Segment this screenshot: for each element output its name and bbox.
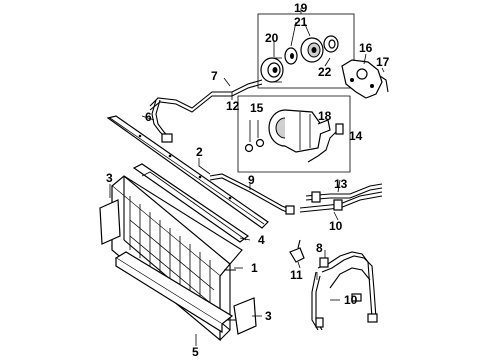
clutch-inset — [257, 8, 355, 89]
callout-18: 18 — [318, 109, 332, 123]
snap-ring-part — [323, 35, 339, 53]
compressor-bracket-part — [341, 53, 389, 99]
callout-1: 1 — [251, 261, 258, 275]
fitting-part — [289, 239, 305, 263]
leader-lines — [109, 158, 341, 346]
callout-19: 19 — [294, 1, 308, 15]
lower-seal-part — [114, 251, 234, 334]
switch-harness-part — [307, 123, 344, 163]
side-baffle-part — [132, 163, 250, 243]
callout-6: 6 — [145, 110, 152, 124]
callout-3-left: 3 — [106, 171, 113, 185]
compressor-inset — [237, 95, 351, 173]
clutch-plate-part — [284, 47, 298, 65]
callout-14: 14 — [349, 129, 363, 143]
rear-hose-assembly-part — [311, 251, 378, 331]
callout-2: 2 — [196, 145, 203, 159]
upper-seal-part — [106, 115, 269, 229]
callout-17: 17 — [376, 55, 390, 69]
callout-15: 15 — [250, 101, 264, 115]
condenser-fins — [129, 196, 215, 314]
callout-12: 12 — [226, 99, 240, 113]
callout-5: 5 — [192, 345, 199, 359]
callout-7: 7 — [211, 69, 218, 83]
callout-21: 21 — [294, 15, 308, 29]
callout-16: 16 — [359, 41, 373, 55]
callout-10-lower: 10 — [344, 293, 358, 307]
callout-4: 4 — [258, 233, 265, 247]
clutch-pulley-part — [260, 57, 284, 83]
air-deflector-right-part — [233, 297, 257, 335]
callout-8: 8 — [316, 241, 323, 255]
callout-11: 11 — [290, 268, 303, 282]
air-deflector-left-part — [99, 199, 121, 245]
callout-22: 22 — [318, 65, 332, 79]
oring-parts — [244, 120, 265, 153]
callout-labels: 1 2 3 3 4 5 6 7 8 9 10 10 11 12 13 14 15… — [106, 1, 390, 359]
callout-20: 20 — [265, 31, 279, 45]
discharge-hose-part — [299, 183, 383, 213]
callout-10-upper: 10 — [329, 219, 343, 233]
suction-hose-part — [149, 79, 263, 143]
clutch-coil-part — [300, 37, 324, 63]
compressor-part — [268, 109, 331, 153]
callout-13: 13 — [334, 177, 348, 191]
callout-9: 9 — [248, 173, 255, 187]
callout-3-right: 3 — [265, 309, 272, 323]
